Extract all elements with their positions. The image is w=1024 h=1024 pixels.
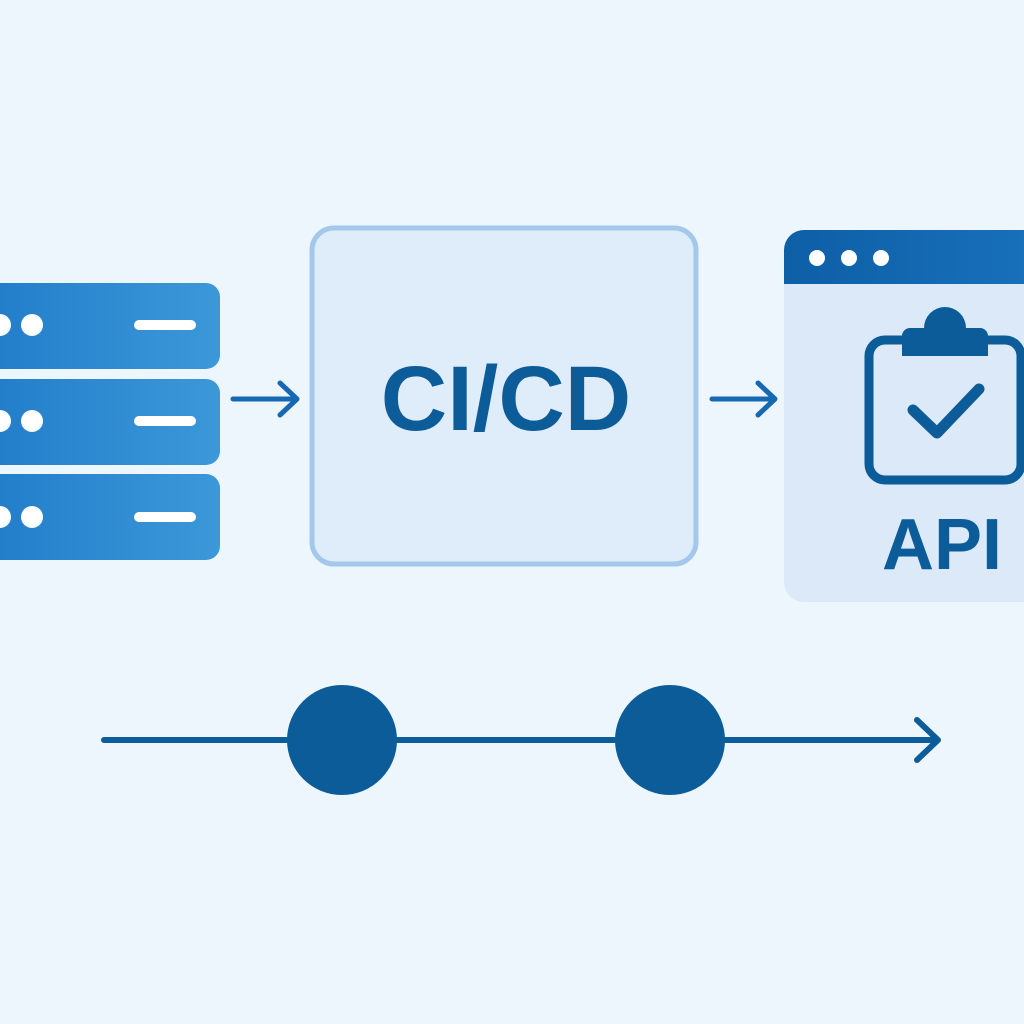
clipboard-check-icon [864,307,1024,485]
api-label: API [882,505,1002,585]
cicd-box: CI/CD [309,225,699,567]
cicd-label: CI/CD [381,348,631,450]
timeline-arrow-icon [101,685,941,795]
server-unit-2 [0,379,220,465]
arrow-right-icon [709,380,778,418]
server-unit-3 [0,474,220,560]
window-dot-icon [809,250,825,266]
server-unit-1 [0,283,220,369]
window-title-bar [784,230,1024,284]
timeline-milestone-2 [615,685,725,795]
window-dot-icon [873,250,889,266]
arrow-right-icon [230,380,300,418]
window-dot-icon [841,250,857,266]
server-rack-icon [0,283,220,560]
timeline-milestone-1 [287,685,397,795]
api-window: API [784,230,1024,602]
